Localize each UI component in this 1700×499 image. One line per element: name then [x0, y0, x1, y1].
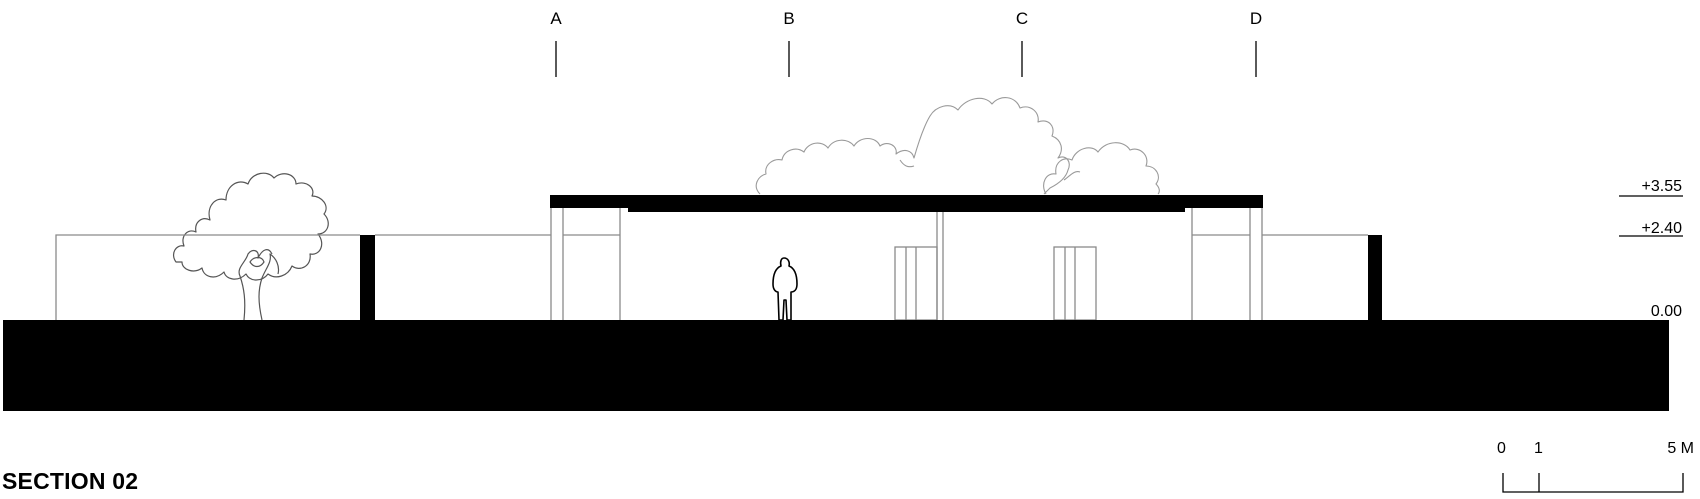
left-garden-pier: [360, 235, 375, 321]
right-garden-pier: [1368, 235, 1382, 321]
level-wall-top-label: +2.40: [1642, 220, 1683, 237]
scale-label-1: 1: [1534, 440, 1543, 457]
grid-axis-c: C: [1016, 9, 1028, 77]
level-wall-top: +2.40: [1619, 220, 1683, 237]
grid-axis-c-label: C: [1016, 9, 1028, 28]
grid-axis-b-label: B: [783, 9, 794, 28]
grid-axes: A B C D: [550, 9, 1262, 77]
roof-soffit: [628, 206, 1185, 212]
level-markers: +3.55 +2.40 0.00: [1619, 178, 1683, 320]
roof-slab: [550, 195, 1263, 208]
ground-cut: [3, 320, 1669, 411]
door-left: [894, 246, 938, 321]
grid-axis-d-label: D: [1250, 9, 1262, 28]
level-roof-label: +3.55: [1642, 178, 1683, 195]
level-roof: +3.55: [1619, 178, 1683, 197]
human-scale-figure: [772, 257, 798, 321]
garden-tree: [172, 172, 329, 321]
grid-axis-a: A: [550, 9, 562, 77]
level-ground: 0.00: [1651, 303, 1682, 320]
scale-bar: 0 1 5 M: [1497, 440, 1694, 493]
scale-label-0: 0: [1497, 440, 1506, 457]
scale-label-5m: 5 M: [1667, 440, 1694, 457]
level-ground-label: 0.00: [1651, 303, 1682, 320]
background-tree-canopy: [755, 97, 1160, 195]
grid-axis-a-label: A: [550, 9, 562, 28]
cut-elements: [3, 195, 1669, 411]
drawing-title: SECTION 02: [2, 468, 139, 494]
grid-axis-d: D: [1250, 9, 1262, 77]
door-right: [1053, 246, 1097, 321]
background-elevation-lines: [55, 207, 1368, 320]
grid-axis-b: B: [783, 9, 795, 77]
